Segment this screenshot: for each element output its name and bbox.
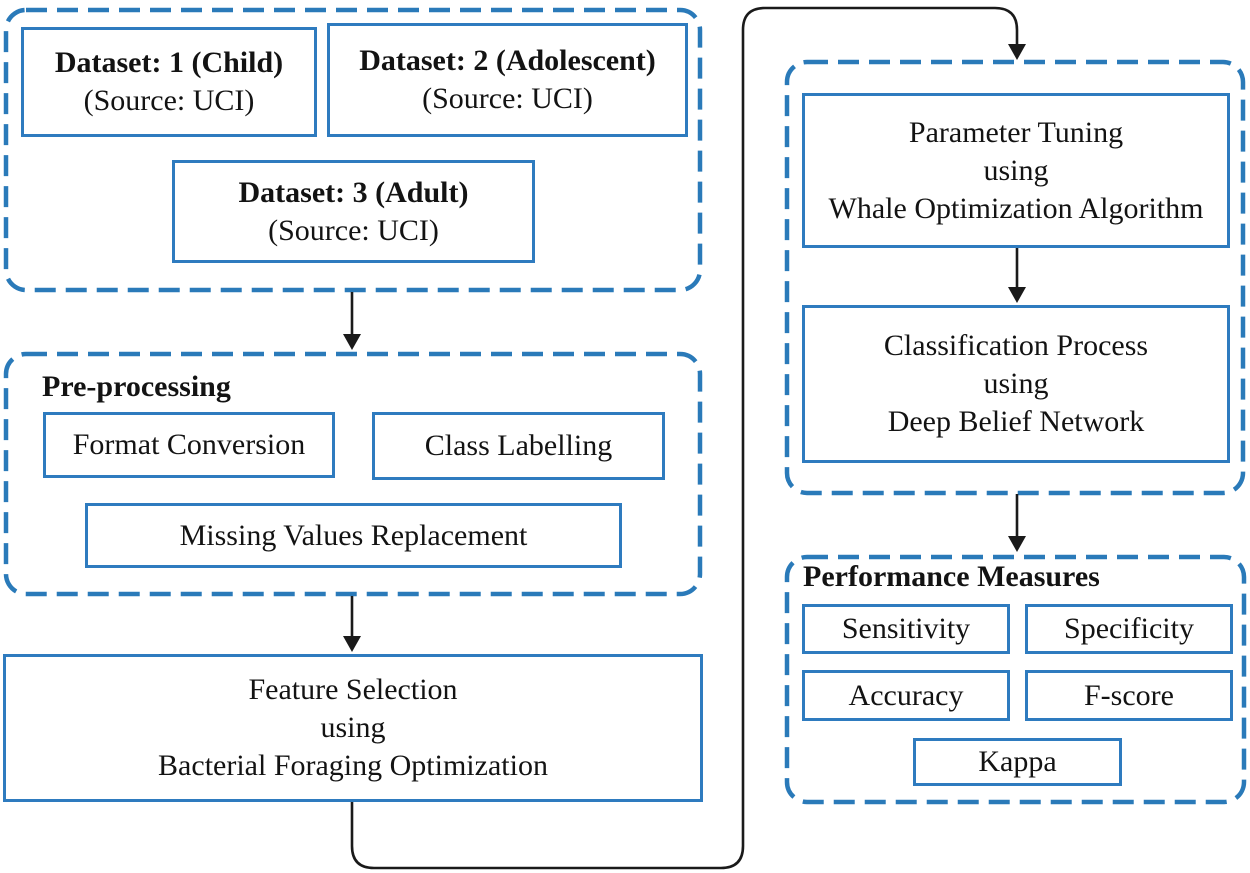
node-kappa: Kappa	[913, 738, 1122, 786]
node-classification-process: Classification Process using Deep Belief…	[802, 305, 1230, 463]
arrowhead-feature-selection-to-tuning	[1008, 44, 1026, 60]
node-f-score: F-score	[1025, 670, 1233, 721]
node-dataset-3: Dataset: 3 (Adult) (Source: UCI)	[172, 160, 535, 263]
feature-selection-line-3: Bacterial Foraging Optimization	[158, 749, 548, 782]
feature-selection-line-2: using	[320, 711, 386, 744]
node-accuracy: Accuracy	[802, 670, 1010, 721]
node-missing-values-replacement: Missing Values Replacement	[85, 503, 622, 568]
dataset-1-title: Dataset: 1 (Child)	[54, 46, 284, 79]
dataset-3-source: (Source: UCI)	[268, 213, 439, 247]
performance-group-title: Performance Measures	[803, 560, 1100, 593]
preprocessing-group-title: Pre-processing	[42, 370, 231, 403]
format-conversion-label: Format Conversion	[72, 428, 306, 461]
class-labelling-label: Class Labelling	[424, 429, 613, 462]
classification-line-3: Deep Belief Network	[887, 405, 1145, 438]
node-format-conversion: Format Conversion	[43, 412, 335, 478]
sensitivity-label: Sensitivity	[841, 612, 971, 645]
arrowhead-datasets-to-preprocessing	[343, 334, 361, 350]
parameter-tuning-line-3: Whale Optimization Algorithm	[828, 191, 1204, 225]
node-class-labelling: Class Labelling	[372, 412, 665, 480]
dataset-2-title: Dataset: 2 (Adolescent)	[359, 44, 656, 77]
f-score-label: F-score	[1084, 678, 1174, 712]
node-dataset-2: Dataset: 2 (Adolescent) (Source: UCI)	[327, 23, 688, 137]
parameter-tuning-line-1: Parameter Tuning	[908, 115, 1124, 149]
node-specificity: Specificity	[1025, 604, 1233, 654]
kappa-label: Kappa	[978, 745, 1057, 778]
parameter-tuning-line-2: using	[983, 153, 1049, 187]
classification-line-1: Classification Process	[883, 329, 1149, 362]
arrowhead-classification-to-performance	[1008, 536, 1026, 552]
node-dataset-1: Dataset: 1 (Child) (Source: UCI)	[21, 27, 317, 137]
specificity-label: Specificity	[1064, 612, 1194, 645]
preprocessing-container-border	[3, 351, 703, 597]
dataset-1-source: (Source: UCI)	[83, 84, 255, 117]
missing-values-replacement-label: Missing Values Replacement	[179, 518, 528, 552]
feature-selection-line-1: Feature Selection	[248, 673, 458, 706]
accuracy-label: Accuracy	[848, 678, 964, 712]
connector-feature-selection-to-tuning	[350, 6, 1019, 870]
node-feature-selection: Feature Selection using Bacterial Foragi…	[3, 654, 703, 802]
classification-line-2: using	[983, 367, 1049, 400]
node-sensitivity: Sensitivity	[802, 604, 1010, 654]
datasets-container-border	[3, 7, 703, 293]
dataset-2-source: (Source: UCI)	[422, 82, 593, 115]
node-parameter-tuning: Parameter Tuning using Whale Optimizatio…	[802, 93, 1230, 248]
dataset-3-title: Dataset: 3 (Adult)	[238, 175, 469, 209]
arrowhead-tuning-to-classification	[1008, 287, 1026, 303]
arrowhead-preprocessing-to-feature-selection	[343, 636, 361, 652]
